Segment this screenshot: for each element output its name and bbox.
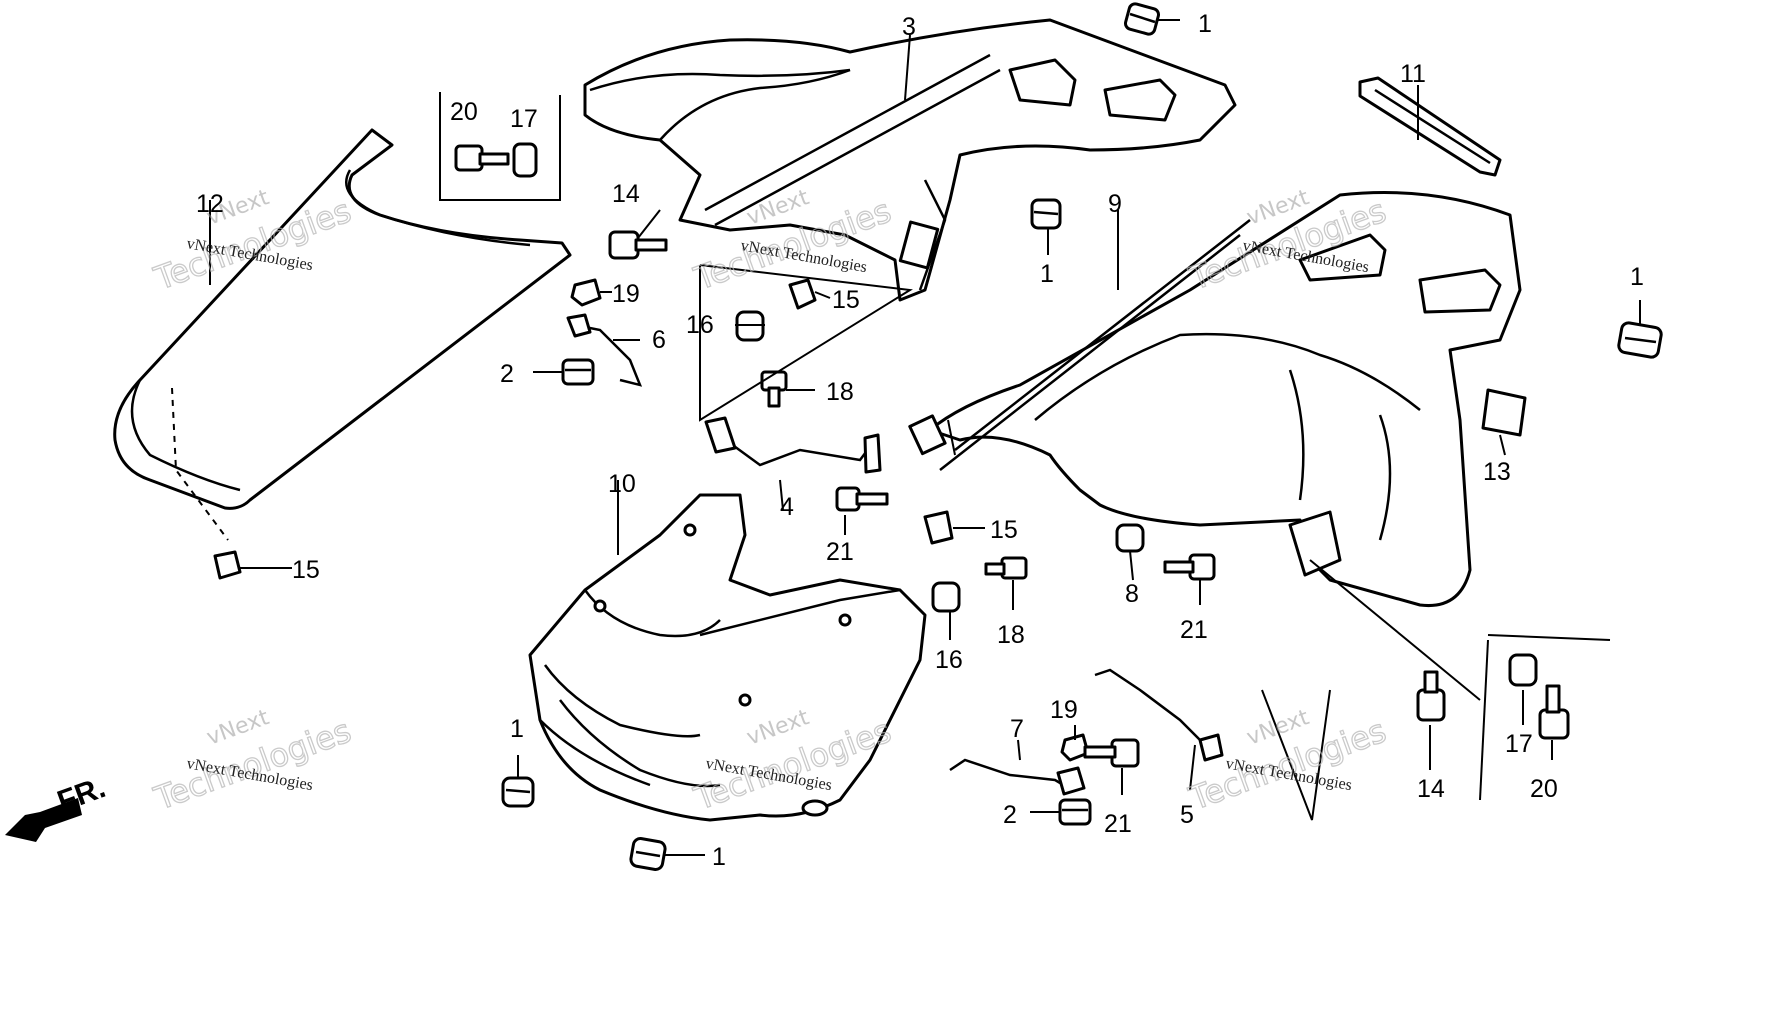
mount-2b xyxy=(1058,798,1092,826)
front-direction-arrow: FR. xyxy=(5,771,110,842)
bolt-21-bottom xyxy=(1083,738,1140,768)
callout-19: 19 xyxy=(1050,696,1078,724)
callout-16: 16 xyxy=(935,646,963,674)
strap-11 xyxy=(1358,76,1502,177)
callout-3: 3 xyxy=(902,13,916,41)
bolt-20-right xyxy=(1538,684,1570,740)
callout-1: 1 xyxy=(712,843,726,871)
callout-1: 1 xyxy=(510,715,524,743)
part-3-front-fender xyxy=(583,18,1237,302)
callout-21: 21 xyxy=(1104,810,1132,838)
nut-19-left xyxy=(570,278,602,307)
callout-15: 15 xyxy=(990,516,1018,544)
callout-5: 5 xyxy=(1180,801,1194,829)
mount-2a xyxy=(561,358,595,386)
collar-16-bottom xyxy=(931,581,961,613)
clip-15-mid xyxy=(923,510,954,545)
part-12-front-cover xyxy=(113,128,572,541)
callout-4: 4 xyxy=(780,493,794,521)
stay-5 xyxy=(1094,668,1224,762)
callout-19: 19 xyxy=(612,280,640,308)
stay-6 xyxy=(566,313,643,387)
callout-2: 2 xyxy=(500,360,514,388)
callout-17: 17 xyxy=(1505,730,1533,758)
bolt-14-right xyxy=(1416,670,1446,722)
hardware-parts xyxy=(213,2,1663,871)
grommet-1e xyxy=(629,837,667,871)
callout-18: 18 xyxy=(826,378,854,406)
screw-18-top xyxy=(760,370,788,408)
bolt-20-left xyxy=(454,144,510,172)
part-9-rear-fender xyxy=(908,191,1522,608)
callout-21: 21 xyxy=(826,538,854,566)
part-10-headlight-housing xyxy=(528,480,927,822)
callout-10: 10 xyxy=(608,470,636,498)
callout-20: 20 xyxy=(450,98,478,126)
callout-15: 15 xyxy=(292,556,320,584)
clip-15-top xyxy=(788,278,817,310)
label-13 xyxy=(1481,388,1527,437)
callout-13: 13 xyxy=(1483,458,1511,486)
collar-17-left xyxy=(512,142,538,178)
stay-7 xyxy=(949,758,1086,796)
stay-4 xyxy=(704,416,882,474)
collar-8 xyxy=(1115,523,1145,553)
callout-17: 17 xyxy=(510,105,538,133)
callout-8: 8 xyxy=(1125,580,1139,608)
grommet-1b xyxy=(1030,198,1062,230)
direction-label: FR. xyxy=(53,771,110,819)
callout-14: 14 xyxy=(612,180,640,208)
collar-17-right xyxy=(1508,653,1538,687)
callout-numbers: 1 1 1 1 1 2 2 3 4 5 6 7 8 9 10 11 12 13 … xyxy=(196,10,1644,871)
callout-15: 15 xyxy=(832,286,860,314)
callout-12: 12 xyxy=(196,190,224,218)
callout-9: 9 xyxy=(1108,190,1122,218)
callout-1: 1 xyxy=(1040,260,1054,288)
callout-6: 6 xyxy=(652,326,666,354)
callout-1: 1 xyxy=(1630,263,1644,291)
callout-16: 16 xyxy=(686,311,714,339)
grommet-1d xyxy=(501,776,535,808)
bolt-14-left xyxy=(608,230,668,260)
callout-20: 20 xyxy=(1530,775,1558,803)
callout-18: 18 xyxy=(997,621,1025,649)
nut-19-right xyxy=(1060,733,1090,762)
grommet-1c xyxy=(1617,321,1663,359)
clip-15-left xyxy=(213,550,242,580)
leader-lines xyxy=(240,19,1641,856)
callout-7: 7 xyxy=(1010,715,1024,743)
callout-2: 2 xyxy=(1003,801,1017,829)
bolt-21-right xyxy=(1163,553,1216,581)
callout-1: 1 xyxy=(1198,10,1212,38)
callout-21: 21 xyxy=(1180,616,1208,644)
screw-18-bottom xyxy=(984,556,1028,580)
callout-14: 14 xyxy=(1417,775,1445,803)
grommet-1a xyxy=(1123,2,1161,36)
bolt-21-mid xyxy=(835,486,889,512)
callout-11: 11 xyxy=(1400,60,1426,88)
